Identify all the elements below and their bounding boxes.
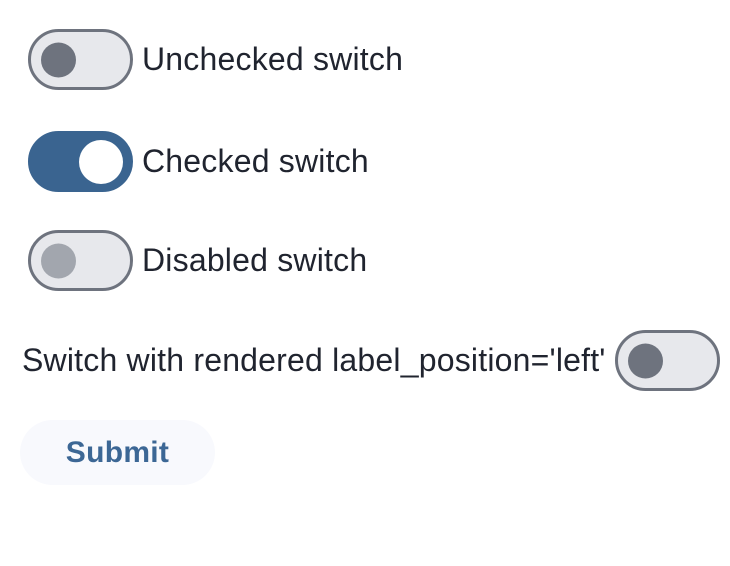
switch-row-unchecked: Unchecked switch <box>28 29 403 90</box>
unchecked-switch-label: Unchecked switch <box>142 41 404 78</box>
checked-switch-toggle[interactable] <box>28 131 133 192</box>
submit-button[interactable]: Submit <box>20 420 215 485</box>
disabled-switch-toggle <box>28 230 133 291</box>
unchecked-switch-toggle[interactable] <box>28 29 133 90</box>
switch-row-checked: Checked switch <box>28 131 369 192</box>
switch-knob <box>79 139 123 184</box>
disabled-switch-label: Disabled switch <box>142 242 368 279</box>
switch-row-disabled: Disabled switch <box>28 230 367 291</box>
switch-knob <box>41 243 76 278</box>
switch-knob <box>41 42 76 77</box>
label-left-switch-label: Switch with rendered label_position='lef… <box>22 342 606 379</box>
switch-knob <box>627 343 663 378</box>
switch-row-label-left: Switch with rendered label_position='lef… <box>22 330 720 391</box>
label-left-switch-toggle[interactable] <box>614 330 720 391</box>
checked-switch-label: Checked switch <box>142 143 369 180</box>
